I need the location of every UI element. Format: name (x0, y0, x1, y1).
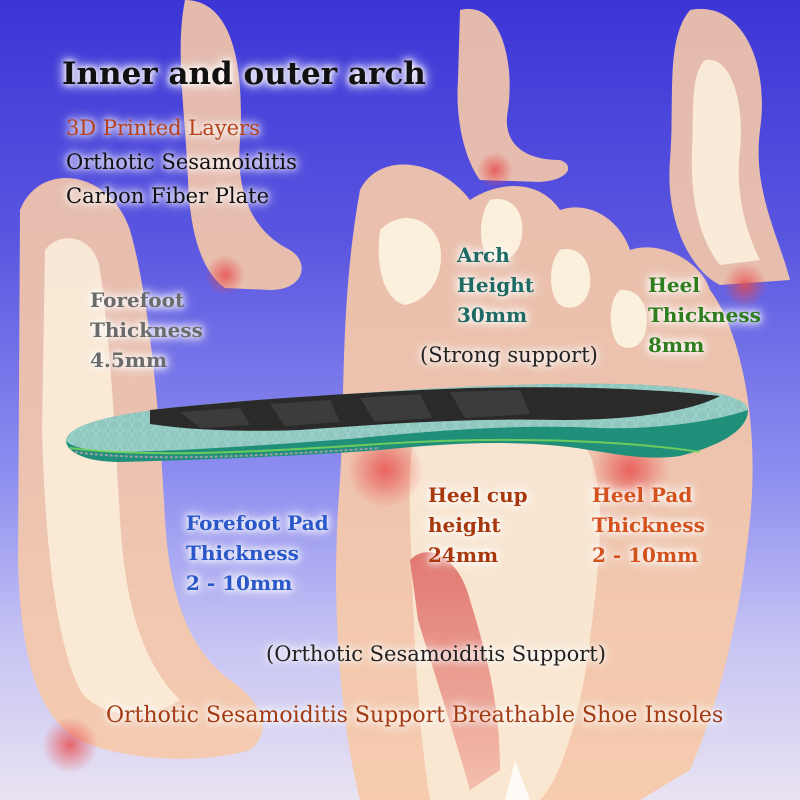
callout-heel-pad: Heel Pad Thickness 2 - 10mm (592, 480, 705, 570)
callout-heel-thickness: Heel Thickness 8mm (648, 270, 761, 360)
callout-line: 2 - 10mm (592, 543, 699, 567)
bottom-caption: Orthotic Sesamoiditis Support Breathable… (106, 703, 724, 728)
callout-forefoot-thickness: Forefoot Thickness 4.5mm (90, 285, 203, 375)
callout-line: 4.5mm (90, 348, 168, 372)
arch-support-note: (Strong support) (420, 343, 598, 367)
callout-line: Thickness (186, 541, 299, 565)
callout-line: height (428, 513, 501, 537)
callout-line: 24mm (428, 543, 499, 567)
callout-line: Heel cup (428, 483, 528, 507)
feature-orthotic-sesamoiditis: Orthotic Sesamoiditis (66, 150, 297, 174)
callout-line: Height (457, 273, 534, 297)
insole-shape (66, 383, 748, 462)
callout-line: Thickness (648, 303, 761, 327)
callout-line: Thickness (90, 318, 203, 342)
callout-forefoot-pad: Forefoot Pad Thickness 2 - 10mm (186, 508, 329, 598)
callout-line: Thickness (592, 513, 705, 537)
callout-line: Arch (457, 243, 510, 267)
callout-line: Heel (648, 273, 700, 297)
page-title: Inner and outer arch (62, 56, 426, 92)
callout-line: Forefoot (90, 288, 185, 312)
top-feet-shapes (180, 0, 790, 307)
callout-arch-height: Arch Height 30mm (457, 240, 534, 330)
feature-3d-printed-layers: 3D Printed Layers (66, 116, 260, 140)
callout-line: 2 - 10mm (186, 571, 293, 595)
callout-line: 8mm (648, 333, 705, 357)
callout-heel-cup: Heel cup height 24mm (428, 480, 528, 570)
left-foot-shape (18, 177, 263, 773)
sesamoiditis-support-note: (Orthotic Sesamoiditis Support) (266, 642, 606, 666)
callout-line: 30mm (457, 303, 528, 327)
callout-line: Heel Pad (592, 483, 693, 507)
callout-line: Forefoot Pad (186, 511, 329, 535)
feature-carbon-fiber-plate: Carbon Fiber Plate (66, 184, 270, 208)
